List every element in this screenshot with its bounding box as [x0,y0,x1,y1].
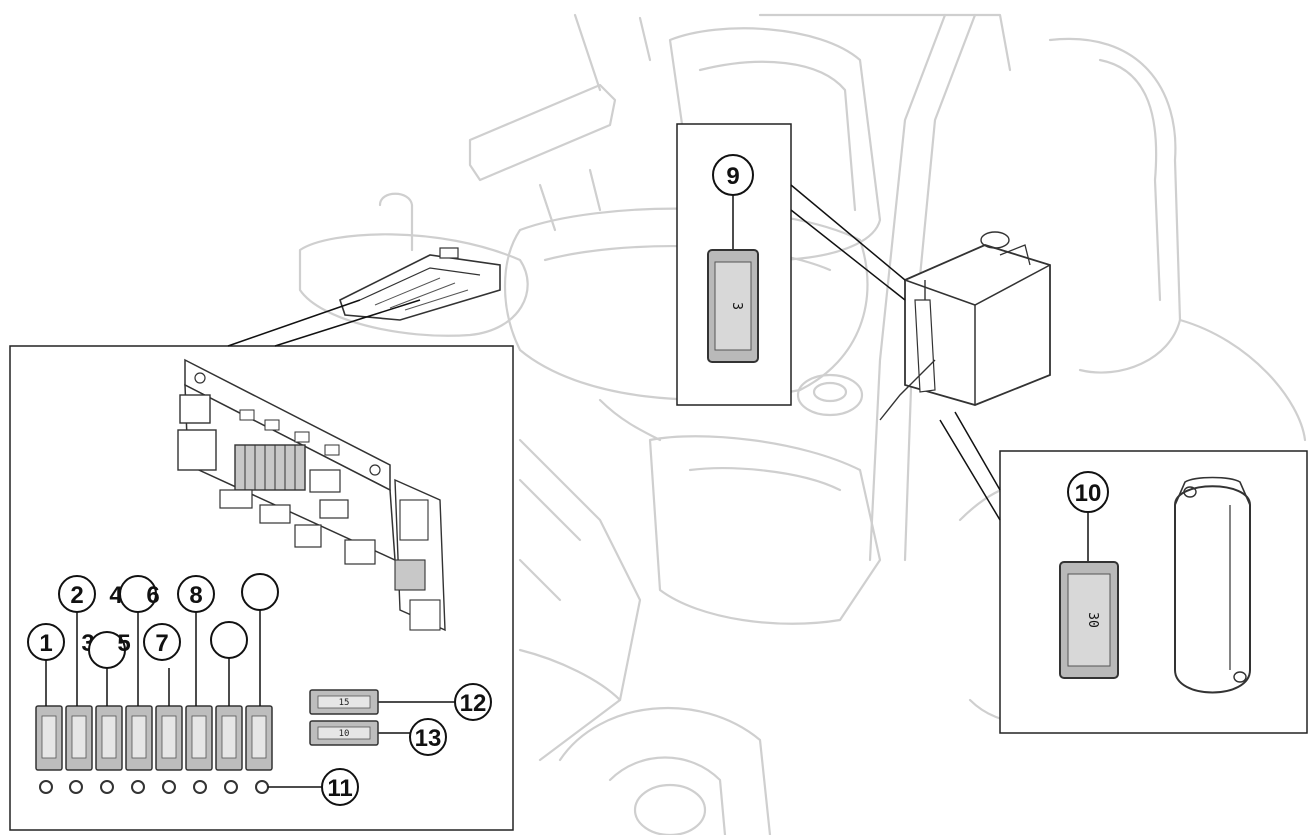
callouts: 1 2 3 4 5 6 7 8 11 12 13 9 10 [27,154,1109,806]
control-module-source [339,247,501,321]
callout-6-circle [119,575,157,613]
callout-6: 6 [146,582,159,609]
callout-8-circle [177,575,215,613]
callout-2: 2 [70,582,83,609]
led-indicator [100,780,114,794]
callout-8: 8 [189,582,202,609]
fuse-10-inset [999,450,1308,734]
callout-7-circle [143,623,181,661]
led-indicator [162,780,176,794]
callout-11-circle [321,768,359,806]
fuse-10-detail: 30 [1059,512,1119,679]
callout-13: 13 [415,725,442,752]
fuse-13-rating: 10 [339,729,350,739]
mower-outline [298,13,1307,835]
callout-1-circle [27,623,65,661]
callout-9: 9 [726,163,739,190]
callout-12: 12 [460,690,487,717]
circuit-board [177,358,446,632]
callout-9-circle [712,154,754,196]
indicator-leds [39,780,269,794]
callout-1: 1 [39,630,52,657]
led-indicator [193,780,207,794]
callout-2-circle [58,575,96,613]
fuse-callout-leaders [45,594,455,788]
inset-leaders [227,184,1001,521]
led-indicator [39,780,53,794]
callout-13-circle [409,718,447,756]
callout-5-circle [88,631,126,669]
fuse-9-rating: 3 [729,302,744,310]
led-indicator [69,780,83,794]
fuse-row [35,705,273,771]
callout-7: 7 [155,630,168,657]
callout-5: 5 [117,630,130,657]
led-indicator [255,780,269,794]
callout-10-circle [1067,471,1109,513]
fuse-10-rating: 30 [1085,612,1100,628]
callout-11: 11 [327,775,352,802]
led-indicator [131,780,145,794]
battery-source [879,231,1051,421]
fuse-12-rating: 15 [339,698,350,708]
callout-10: 10 [1075,480,1102,507]
callout-12-circle [454,683,492,721]
led-indicator [224,780,238,794]
blade-fuses: 15 10 [309,689,379,746]
callout-blank-circle [210,621,248,659]
callout-blank-circle [241,573,279,611]
fuse-9-detail: 3 [707,195,759,363]
fuse-holder-cap [1174,476,1251,694]
